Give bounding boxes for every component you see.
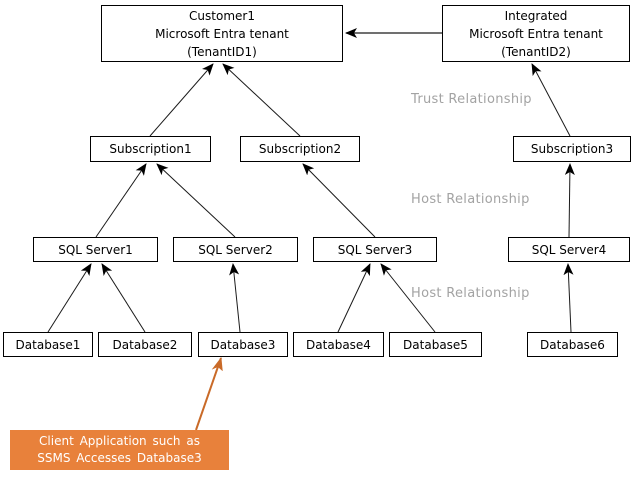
edge-db5-sql3 [380,263,436,333]
node-subscription2: Subscription2 [240,136,360,162]
node-subscription3: Subscription3 [513,136,631,162]
client-note-line1: Client Application such as [39,434,200,448]
tenant1-line3: (TenantID1) [187,44,257,59]
edge-client-db3 [195,357,223,431]
node-database4: Database4 [293,332,384,357]
edge-sub2-tenant1 [222,63,301,137]
edge-db6-sql4 [563,263,574,333]
edge-db2-sql1 [101,263,146,333]
node-subscription1: Subscription1 [90,136,211,162]
edge-sql2-sub1 [156,163,236,238]
node-database2: Database2 [98,332,192,357]
edge-sub3-tenant2 [531,63,571,137]
node-database6: Database6 [527,332,618,357]
tenant2-line2: Microsoft Entra tenant [469,26,603,41]
tenant2-line3: (TenantID2) [501,44,571,59]
client-application-note: Client Application such as SSMS Accesses… [10,430,229,470]
sql-server2-label: SQL Server2 [198,242,273,257]
database2-label: Database2 [112,337,178,352]
sql-server4-label: SQL Server4 [531,242,607,257]
node-sql-server1: SQL Server1 [33,237,158,262]
edge-db1-sql1 [47,263,92,333]
tenant2-line1: Integrated [504,8,568,23]
node-sql-server4: SQL Server4 [508,237,630,262]
client-note-line2: SSMS Accesses Database3 [37,451,202,465]
edge-sql4-sub3 [564,163,575,238]
node-sql-server2: SQL Server2 [173,237,298,262]
tenant1-line1: Customer1 [189,8,255,23]
sql-server3-label: SQL Server3 [337,242,413,257]
edge-sql1-sub1 [95,163,147,238]
database5-label: Database5 [403,337,468,352]
database6-label: Database6 [540,337,605,352]
subscription3-label: Subscription3 [530,142,614,156]
tenant1-line2: Microsoft Entra tenant [155,26,289,41]
subscription2-label: Subscription2 [258,142,342,156]
sql-server1-label: SQL Server1 [58,242,133,257]
edge-db4-sql3 [337,263,371,333]
node-sql-server3: SQL Server3 [313,237,437,262]
edge-db3-sql2 [229,263,241,333]
edge-sql3-sub2 [302,163,376,238]
host-relationship-label-lower: Host Relationship [411,286,530,301]
node-database3: Database3 [198,332,288,357]
node-tenant-customer1: Customer1 Microsoft Entra tenant (Tenant… [101,5,343,62]
database1-label: Database1 [15,337,81,352]
node-database1: Database1 [3,332,93,357]
node-database5: Database5 [389,332,482,357]
edge-sub1-tenant1 [149,63,214,137]
database4-label: Database4 [306,337,371,352]
subscription1-label: Subscription1 [109,142,192,156]
database3-label: Database3 [210,337,276,352]
host-relationship-label-upper: Host Relationship [411,192,530,207]
trust-relationship-label: Trust Relationship [411,92,532,107]
node-tenant-integrated: Integrated Microsoft Entra tenant (Tenan… [442,5,630,62]
